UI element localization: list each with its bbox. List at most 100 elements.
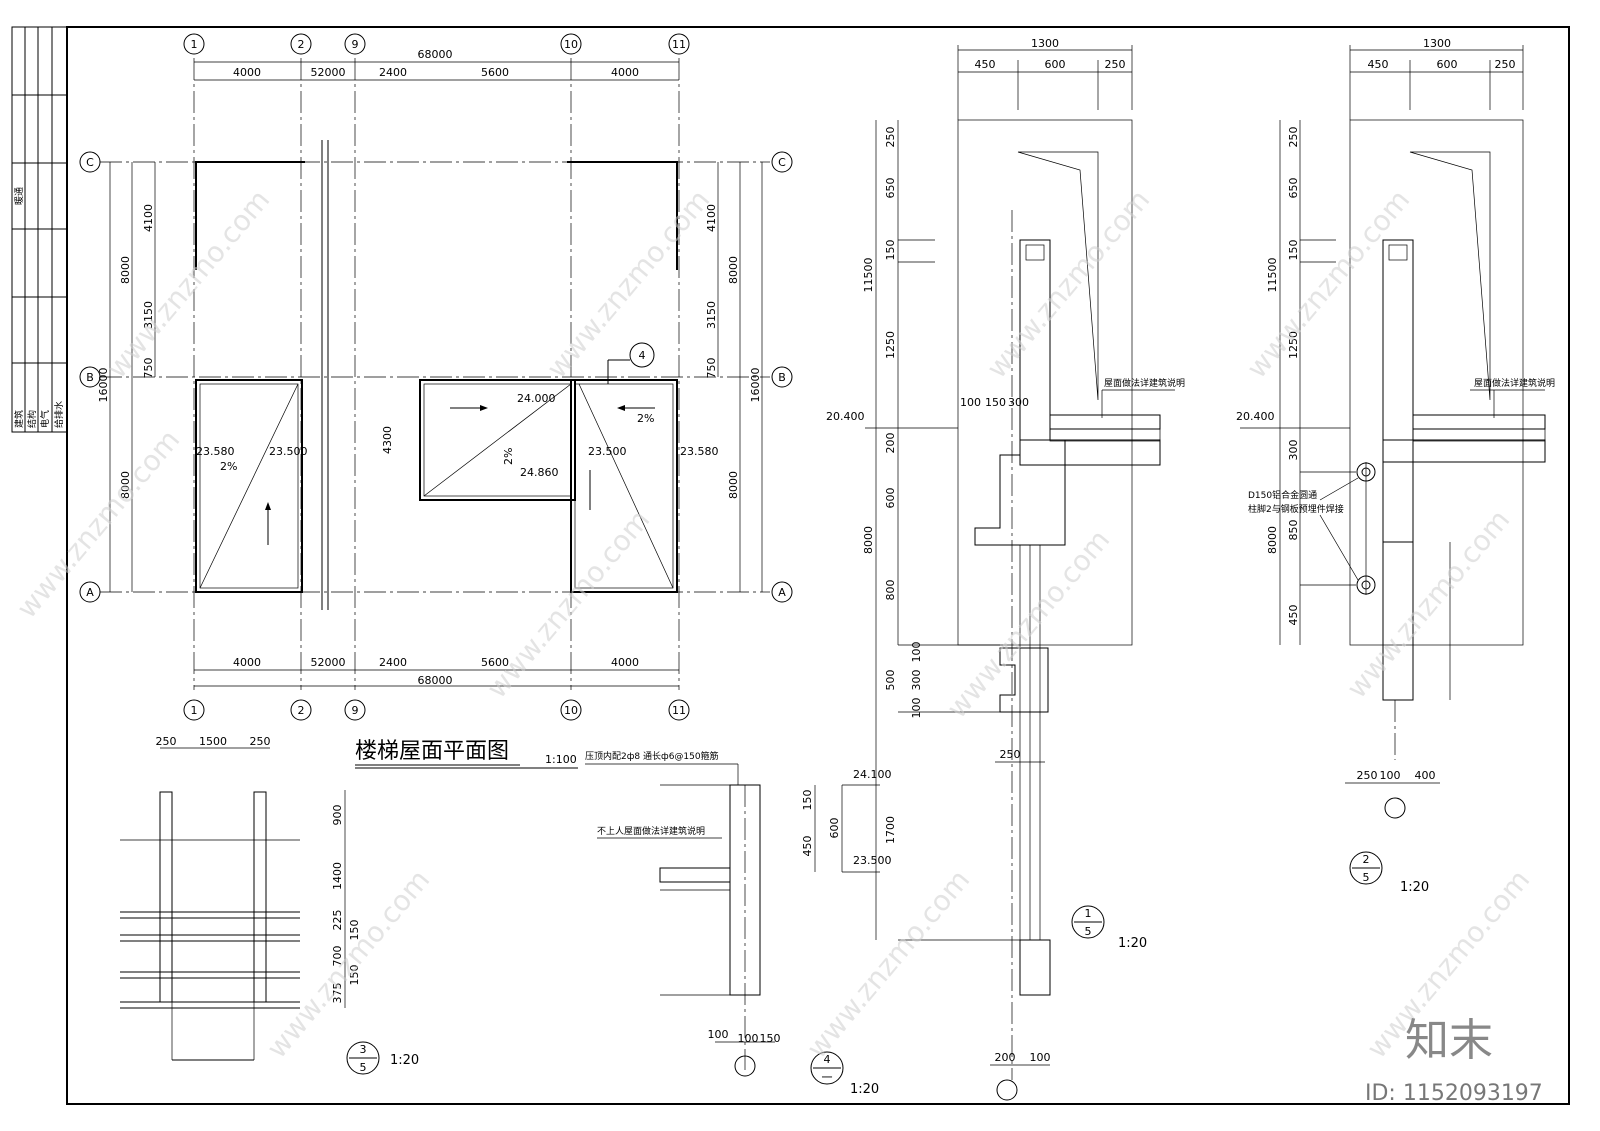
svg-text:www.znzmo.com: www.znzmo.com xyxy=(1340,503,1516,704)
svg-text:1: 1 xyxy=(1085,907,1092,920)
svg-text:4300: 4300 xyxy=(381,426,394,454)
svg-text:450: 450 xyxy=(1287,605,1300,626)
svg-text:100: 100 xyxy=(708,1028,729,1041)
detail2-roof-note: 屋面做法详建筑说明 xyxy=(1474,377,1555,389)
svg-text:100: 100 xyxy=(1030,1051,1051,1064)
svg-text:1400: 1400 xyxy=(331,862,344,890)
svg-text:100: 100 xyxy=(910,698,923,719)
svg-text:250: 250 xyxy=(884,127,897,148)
title-row-hvac: 暖通 xyxy=(13,187,25,205)
svg-text:200: 200 xyxy=(995,1051,1016,1064)
dim-bottom-total: 68000 xyxy=(418,674,453,687)
svg-text:5: 5 xyxy=(1085,925,1092,938)
title-row-elec: 电气 xyxy=(39,410,51,428)
svg-text:10: 10 xyxy=(564,704,578,717)
svg-text:1: 1 xyxy=(191,38,198,51)
svg-text:www.znzmo.com: www.znzmo.com xyxy=(260,863,436,1064)
svg-text:450: 450 xyxy=(1368,58,1389,71)
elev-23580-left: 23.580 xyxy=(196,445,235,458)
svg-text:250: 250 xyxy=(1287,127,1300,148)
detail1-scale: 1:20 xyxy=(1118,936,1147,951)
svg-text:2: 2 xyxy=(298,38,305,51)
svg-text:5600: 5600 xyxy=(481,656,509,669)
title-row-water: 给排水 xyxy=(53,401,65,428)
svg-text:11: 11 xyxy=(672,38,686,51)
svg-text:24.100: 24.100 xyxy=(853,768,892,781)
svg-text:450: 450 xyxy=(975,58,996,71)
svg-text:750: 750 xyxy=(142,358,155,379)
svg-text:8000: 8000 xyxy=(727,471,740,499)
svg-text:4000: 4000 xyxy=(233,66,261,79)
detail-4-section: 压顶内配2ф8 通长ф6@150箍筋 不上人屋面做法详建筑说明 150 450 … xyxy=(585,750,892,1097)
svg-text:www.znzmo.com: www.znzmo.com xyxy=(480,503,656,704)
svg-text:450: 450 xyxy=(801,836,814,857)
title-row-arch: 建筑 xyxy=(13,410,25,428)
svg-text:650: 650 xyxy=(884,178,897,199)
svg-text:600: 600 xyxy=(884,488,897,509)
svg-text:800: 800 xyxy=(884,580,897,601)
elev-23500-right: 23.500 xyxy=(588,445,627,458)
callout-4: 4 xyxy=(639,349,646,362)
svg-text:20.400: 20.400 xyxy=(826,410,865,423)
svg-text:300: 300 xyxy=(1287,440,1300,461)
svg-text:250: 250 xyxy=(1105,58,1126,71)
detail2-pipe-note1: D150铝合金圆通 xyxy=(1248,489,1317,501)
detail-1-section: 1300 450 600 250 250 650 150 1250 200 60… xyxy=(826,37,1185,1101)
elev-24860: 24.860 xyxy=(520,466,559,479)
svg-text:300: 300 xyxy=(910,670,923,691)
axis-bubbles-top: 1 2 9 10 11 xyxy=(183,33,690,55)
svg-text:2400: 2400 xyxy=(379,66,407,79)
id-watermark: ID: 1152093197 xyxy=(1365,1081,1543,1106)
svg-text:2: 2 xyxy=(1363,853,1370,866)
svg-text:2%: 2% xyxy=(220,460,237,473)
svg-text:4100: 4100 xyxy=(705,204,718,232)
svg-text:4000: 4000 xyxy=(233,656,261,669)
svg-text:C: C xyxy=(778,156,786,169)
svg-text:100: 100 xyxy=(1380,769,1401,782)
elev-24000: 24.000 xyxy=(517,392,556,405)
svg-text:375: 375 xyxy=(331,983,344,1004)
svg-text:100: 100 xyxy=(738,1032,759,1045)
svg-text:1500: 1500 xyxy=(199,735,227,748)
elev-23580-right: 23.580 xyxy=(680,445,719,458)
detail2-pipe-note2: 柱脚2与钢板预埋件焊接 xyxy=(1248,503,1344,515)
svg-text:1300: 1300 xyxy=(1423,37,1451,50)
detail4-scale: 1:20 xyxy=(850,1082,879,1097)
svg-text:11500: 11500 xyxy=(862,258,875,293)
svg-text:www.znzmo.com: www.znzmo.com xyxy=(10,423,186,624)
svg-text:300: 300 xyxy=(1008,396,1029,409)
svg-text:5: 5 xyxy=(1363,871,1370,884)
svg-text:www.znzmo.com: www.znzmo.com xyxy=(540,183,716,384)
watermark-layer: www.znzmo.com www.znzmo.com www.znzmo.co… xyxy=(10,183,1543,1106)
svg-text:1700: 1700 xyxy=(884,816,897,844)
svg-text:500: 500 xyxy=(884,670,897,691)
brand-watermark: 知末 xyxy=(1405,1015,1493,1066)
svg-text:16000: 16000 xyxy=(749,368,762,403)
svg-text:8000: 8000 xyxy=(119,256,132,284)
plan-title: 楼梯屋面平面图 xyxy=(355,739,509,764)
axis-bubbles-side: C B A C B A xyxy=(79,151,793,603)
svg-text:700: 700 xyxy=(331,946,344,967)
svg-text:150: 150 xyxy=(884,240,897,261)
svg-text:www.znzmo.com: www.znzmo.com xyxy=(980,183,1156,384)
svg-text:1250: 1250 xyxy=(1287,331,1300,359)
svg-text:100: 100 xyxy=(960,396,981,409)
svg-text:9: 9 xyxy=(352,38,359,51)
detail4-note-roof: 不上人屋面做法详建筑说明 xyxy=(597,825,705,837)
roof-plan: 1 2 9 10 11 1 2 9 10 11 C B A C B A 6800… xyxy=(79,33,793,769)
svg-text:2%: 2% xyxy=(502,448,515,465)
svg-text:www.znzmo.com: www.znzmo.com xyxy=(940,523,1116,724)
svg-text:23.500: 23.500 xyxy=(853,854,892,867)
svg-text:1300: 1300 xyxy=(1031,37,1059,50)
svg-text:11500: 11500 xyxy=(1266,258,1279,293)
title-block: 暖通 建筑 结构 电气 给排水 xyxy=(11,26,68,433)
svg-text:3150: 3150 xyxy=(705,301,718,329)
plan-scale: 1:100 xyxy=(545,753,577,766)
svg-text:A: A xyxy=(86,586,94,599)
svg-text:52000: 52000 xyxy=(311,66,346,79)
svg-text:10: 10 xyxy=(564,38,578,51)
axis-bubbles-bottom: 1 2 9 10 11 xyxy=(183,699,690,721)
svg-text:600: 600 xyxy=(1045,58,1066,71)
svg-text:8000: 8000 xyxy=(862,526,875,554)
svg-text:650: 650 xyxy=(1287,178,1300,199)
